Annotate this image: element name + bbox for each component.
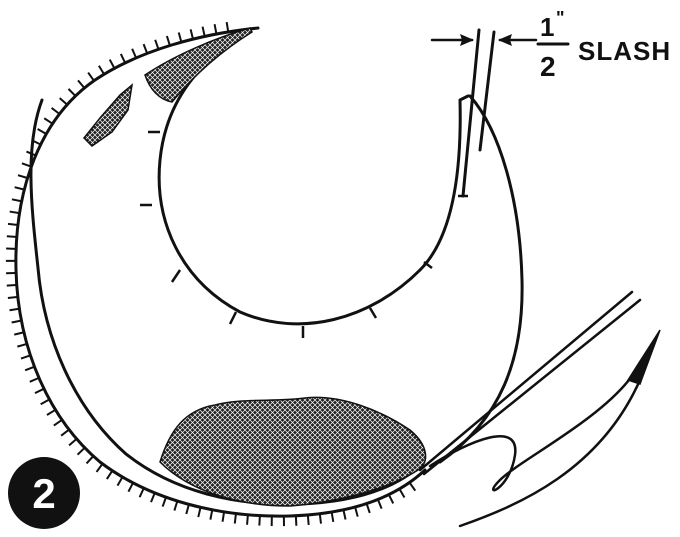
step-number-badge: 2 (8, 457, 80, 529)
dimension-inch-mark: " (556, 8, 565, 28)
thread-and-needle (418, 290, 661, 528)
inner-notch-mark (228, 311, 238, 325)
hatched-bottom-region (159, 396, 427, 507)
inner-notch-mark (368, 307, 378, 319)
hem-stitch-mark (150, 493, 156, 503)
dimension-word: SLASH (578, 36, 671, 66)
hem-stitch-mark (77, 79, 85, 88)
hem-stitch-mark (46, 409, 56, 416)
hem-stitch-mark (127, 483, 134, 493)
hem-stitch-mark (6, 283, 16, 287)
hem-stitch-mark (246, 515, 249, 525)
hem-stitch-mark (11, 198, 21, 203)
inner-notch-mark (423, 261, 433, 269)
hem-stitch-mark (7, 295, 17, 299)
hem-stitch-mark (29, 377, 39, 383)
step-number-label: 2 (32, 470, 55, 517)
hem-stitch-mark (142, 43, 148, 53)
hem-stitch-mark (6, 235, 16, 238)
hem-stitch-mark (365, 504, 371, 514)
hem-stitch-mark (34, 388, 44, 395)
hem-stitch-mark (221, 512, 225, 522)
hem-stitch-mark (13, 331, 24, 336)
hem-stitch-mark (106, 470, 113, 480)
hem-stitch-mark (233, 514, 237, 524)
hem-stitch-mark (354, 507, 359, 517)
hem-stitch-mark (173, 501, 179, 511)
hem-stitch-mark (9, 210, 19, 214)
hem-stitch-mark (59, 97, 68, 105)
hem-stitch-mark (377, 499, 383, 509)
hem-stitch-mark (37, 128, 46, 135)
hem-stitch-mark (197, 508, 202, 518)
hem-stitch-mark (17, 343, 27, 348)
hem-stitch-mark (31, 139, 41, 146)
hem-stitch-mark (60, 429, 69, 437)
hem-stitch-mark (388, 494, 395, 504)
inner-curved-cut (140, 28, 470, 338)
hem-stitch-mark (161, 497, 167, 507)
hem-stitch-mark (68, 438, 77, 447)
hem-stitch-mark (108, 59, 115, 68)
hem-stitch-mark (306, 515, 310, 526)
hem-stitch-mark (76, 447, 85, 456)
hem-stitch-mark (209, 510, 214, 520)
hem-stitch-mark (24, 366, 34, 372)
hem-stitch-mark (119, 53, 126, 63)
hem-stitch-mark (14, 186, 24, 191)
hem-stitch-mark (85, 456, 94, 465)
slash-dimension: 1 " 2 SLASH (430, 8, 671, 82)
hem-stitch-mark (177, 32, 183, 42)
dimension-denominator: 2 (540, 51, 556, 82)
hem-stitch-mark (185, 505, 190, 515)
inner-notch-mark (170, 269, 182, 283)
slash-cut (438, 28, 524, 464)
hem-stitch-mark (213, 24, 218, 34)
hem-stitch-mark (20, 354, 30, 360)
hem-stitch-mark (189, 29, 194, 39)
hem-stitch-mark (154, 39, 160, 49)
hem-stitch-mark (7, 222, 18, 226)
outer-fabric-edge (14, 26, 427, 518)
hem-stitch-mark (201, 26, 206, 36)
hem-stitch-mark (399, 489, 406, 499)
hem-stitch-marks (5, 21, 417, 527)
hem-stitch-mark (9, 307, 19, 312)
hatched-top-region (82, 27, 253, 147)
hem-stitch-mark (95, 464, 103, 473)
hem-stitch-mark (40, 399, 50, 406)
hem-stitch-mark (50, 107, 60, 115)
hem-stitch-mark (131, 48, 137, 58)
hem-stitch-mark (116, 477, 123, 487)
dimension-numerator: 1 (540, 12, 554, 42)
hem-stitch-mark (342, 510, 347, 520)
hem-stitch-mark (138, 488, 145, 498)
hem-stitch-mark (53, 419, 62, 427)
hem-stitch-mark (26, 150, 36, 156)
hem-stitch-mark (11, 319, 21, 324)
hem-stitch-mark (165, 35, 171, 45)
hem-stitch-mark (225, 21, 230, 32)
hem-stitch-mark (98, 65, 105, 74)
hem-stitch-mark (17, 174, 27, 179)
hem-stitch-mark (318, 514, 322, 524)
hem-stitch-mark (330, 512, 335, 523)
sewing-needle-icon (626, 329, 661, 385)
hem-stitch-mark (409, 482, 417, 492)
hem-stitch-mark (67, 88, 76, 97)
hem-stitch-mark (21, 162, 31, 168)
hem-stitch-mark (87, 72, 95, 81)
hem-stitch-mark (43, 117, 53, 125)
